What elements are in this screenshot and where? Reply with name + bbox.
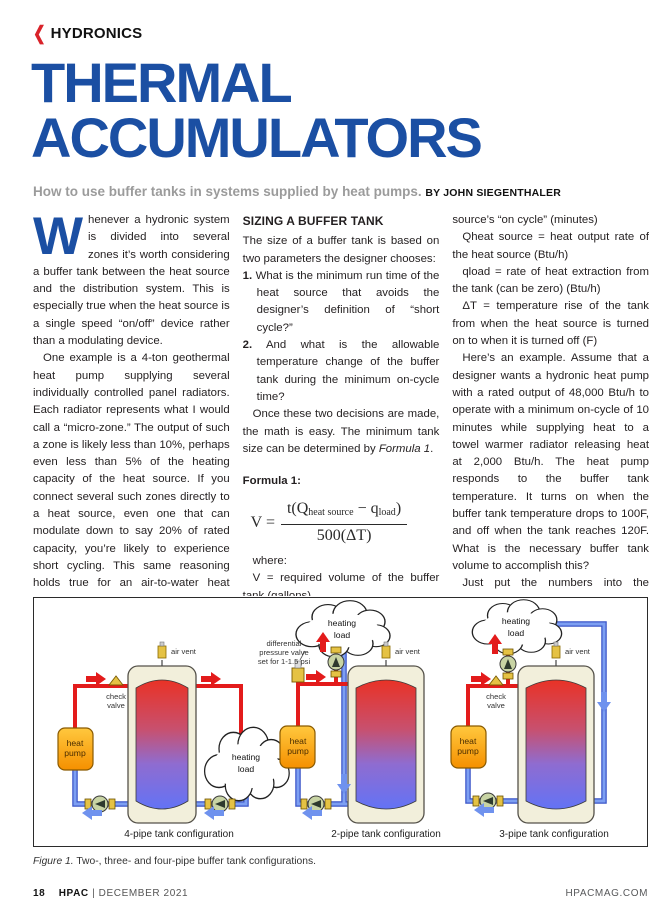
diagram-4pipe: heat pump heating load check valve xyxy=(57,641,290,840)
diagram-3pipe: heat pump heating load check valve air v… xyxy=(450,599,611,840)
check-valve-icon xyxy=(108,675,124,686)
page-title: THERMAL ACCUMULATORS xyxy=(31,51,483,169)
figure-1: heat pump heating load check valve xyxy=(33,597,648,847)
flow-arrow-icon xyxy=(306,670,326,684)
svg-text:valve: valve xyxy=(107,701,125,710)
dropcap: W xyxy=(33,212,84,266)
formula-lhs: V = xyxy=(250,513,275,531)
svg-text:pressure valve: pressure valve xyxy=(259,648,308,657)
website-url: HPACMAG.COM xyxy=(565,888,648,899)
magazine-name: HPAC xyxy=(58,888,89,899)
issue-date: | DECEMBER 2021 xyxy=(92,888,189,899)
differential-pressure-valve-icon xyxy=(291,660,305,683)
section-heading: SIZING A BUFFER TANK xyxy=(242,214,384,228)
title-line-1: THERMAL xyxy=(31,51,293,114)
figure-caption-label: Figure 1. xyxy=(33,856,74,867)
title-line-2: ACCUMULATORS xyxy=(31,106,483,169)
svg-text:pump: pump xyxy=(64,748,86,758)
svg-text:load: load xyxy=(238,764,254,774)
kicker-label: HYDRONICS xyxy=(50,24,143,42)
config-label-4pipe: 4-pipe tank configuration xyxy=(124,829,234,840)
formula-label: Formula 1: xyxy=(242,475,301,488)
formula-fraction: t(Qheat source − qload) 500(ΔT) xyxy=(280,500,408,544)
svg-text:check: check xyxy=(486,692,506,701)
heat-pump-box: heat pump xyxy=(279,725,316,769)
figure-caption: Figure 1. Two-, three- and four-pipe buf… xyxy=(33,856,316,867)
svg-text:valve: valve xyxy=(487,701,505,710)
leader-line xyxy=(299,650,306,661)
buffer-tank-diagram: heat pump heating load check valve xyxy=(57,599,611,840)
deck-text: How to use buffer tanks in systems suppl… xyxy=(33,184,422,199)
flow-arrow-icon xyxy=(86,672,106,686)
column-3: source’s “on cycle” (minutes) Qheat sour… xyxy=(452,212,649,596)
flow-arrow-icon xyxy=(201,672,221,686)
config-label-3pipe: 3-pipe tank configuration xyxy=(499,829,609,840)
formula: V = t(Qheat source − qload) 500(ΔT) xyxy=(251,500,440,544)
flow-arrow-icon xyxy=(471,672,491,686)
diagram-2pipe: heat pump heating load differential pres… xyxy=(258,600,441,840)
svg-text:check: check xyxy=(106,692,126,701)
section-kicker: ❮ HYDRONICS xyxy=(33,23,143,45)
paragraph: V = required volume of the buffer tank (… xyxy=(242,572,440,596)
flow-arrow-icon xyxy=(597,692,611,712)
check-valve-icon xyxy=(488,675,504,686)
svg-text:heating: heating xyxy=(232,752,260,762)
numbered-list-item: 2. And what is the allowable temperature… xyxy=(242,339,440,403)
deck: How to use buffer tanks in systems suppl… xyxy=(33,184,643,199)
paragraph: Here’s an example. Assume that a designe… xyxy=(452,352,649,572)
paragraph: source’s “on cycle” (minutes) xyxy=(452,214,598,226)
page-footer: 18 HPAC | DECEMBER 2021 HPACMAG.COM xyxy=(33,888,648,899)
buffer-tank xyxy=(127,665,197,824)
svg-text:air vent: air vent xyxy=(395,647,421,656)
svg-text:heat: heat xyxy=(460,736,477,746)
buffer-tank xyxy=(517,665,595,824)
paragraph: ΔT = temperature rise of the tank from w… xyxy=(452,300,649,348)
air-vent-icon xyxy=(551,641,561,666)
circulator-pump-icon xyxy=(300,795,332,813)
paragraph: Qheat source = heat output rate of the h… xyxy=(452,231,649,261)
svg-text:differential: differential xyxy=(267,639,302,648)
heat-pump-box: heat pump xyxy=(450,725,487,769)
circulator-pump-icon xyxy=(472,792,504,810)
svg-text:heating: heating xyxy=(328,618,356,628)
svg-text:heat: heat xyxy=(290,736,307,746)
svg-text:load: load xyxy=(334,630,350,640)
numbered-list-item: 1. What is the minimum run time of the h… xyxy=(242,269,440,334)
svg-text:heating: heating xyxy=(502,616,530,626)
cloud-shape xyxy=(471,599,563,655)
page-number: 18 xyxy=(33,888,46,899)
hot-pipe xyxy=(73,684,243,738)
paragraph: where: xyxy=(252,555,287,568)
svg-text:pump: pump xyxy=(457,746,479,756)
config-label-2pipe: 2-pipe tank configuration xyxy=(331,829,441,840)
svg-text:load: load xyxy=(508,628,524,638)
heat-pump-box: heat pump xyxy=(57,727,94,771)
paragraph: The size of a buffer tank is based on tw… xyxy=(242,235,440,265)
air-vent-icon xyxy=(157,641,167,666)
svg-text:pump: pump xyxy=(287,746,309,756)
column-2: SIZING A BUFFER TANK The size of a buffe… xyxy=(243,212,440,596)
chevron-left-icon: ❮ xyxy=(33,23,46,45)
paragraph: One example is a 4-ton geothermal heat p… xyxy=(33,352,230,596)
paragraph: Just put the numbers into the formula an… xyxy=(452,577,649,596)
svg-text:air vent: air vent xyxy=(171,647,197,656)
paragraph: qload = rate of heat extraction from the… xyxy=(452,265,649,296)
footer-left: 18 HPAC | DECEMBER 2021 xyxy=(33,888,188,899)
air-vent-icon xyxy=(381,641,391,666)
svg-text:set for 1-1.5 psi: set for 1-1.5 psi xyxy=(258,657,311,666)
buffer-tank xyxy=(347,665,425,824)
svg-text:air vent: air vent xyxy=(565,647,591,656)
cloud-shape xyxy=(295,600,391,658)
svg-text:heat: heat xyxy=(67,738,84,748)
byline: BY JOHN SIEGENTHALER xyxy=(425,187,562,199)
paragraph: Once these two decisions are made, the m… xyxy=(242,408,440,455)
